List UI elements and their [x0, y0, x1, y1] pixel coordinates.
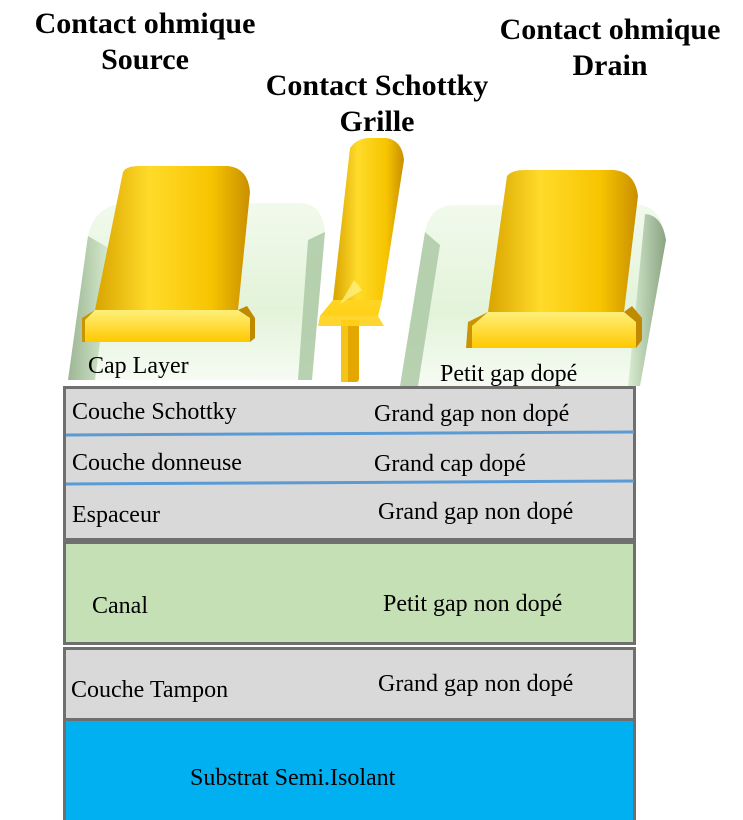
barrier-stack — [63, 386, 636, 541]
substrate-layer — [63, 721, 636, 820]
drain-title-line1: Contact ohmique — [499, 13, 721, 46]
buffer-layer — [63, 647, 636, 721]
drain-contact — [466, 170, 642, 348]
spacer-layer-name: Espaceur — [72, 502, 160, 528]
drain-title-line2: Drain — [572, 49, 648, 82]
cap-layer-description: Petit gap dopé — [440, 361, 578, 387]
donor-layer-name: Couche donneuse — [72, 450, 242, 476]
gate-title-line2: Grille — [339, 105, 415, 138]
buffer-layer-description: Grand gap non dopé — [378, 671, 574, 697]
source-title-line1: Contact ohmique — [34, 7, 256, 40]
buffer-layer-name: Couche Tampon — [71, 677, 229, 703]
channel-layer-name: Canal — [92, 593, 148, 619]
gate-title: Contact Schottky Grille — [232, 68, 522, 140]
device-top-illustration — [68, 138, 666, 386]
spacer-layer-description: Grand gap non dopé — [378, 499, 574, 525]
gate-contact — [318, 138, 404, 382]
source-title-line2: Source — [101, 43, 189, 76]
source-contact — [82, 166, 255, 342]
cap-layer-label: Cap Layer — [88, 353, 189, 379]
schottky-layer-name: Couche Schottky — [72, 399, 237, 425]
channel-layer-description: Petit gap non dopé — [383, 591, 563, 617]
gate-title-line1: Contact Schottky — [265, 69, 489, 102]
drain-title: Contact ohmique Drain — [470, 12, 743, 84]
source-title: Contact ohmique Source — [0, 6, 290, 78]
donor-layer-description: Grand cap dopé — [374, 451, 526, 477]
substrate-layer-name: Substrat Semi.Isolant — [190, 765, 396, 791]
schottky-layer-description: Grand gap non dopé — [374, 401, 570, 427]
channel-layer — [63, 541, 636, 645]
